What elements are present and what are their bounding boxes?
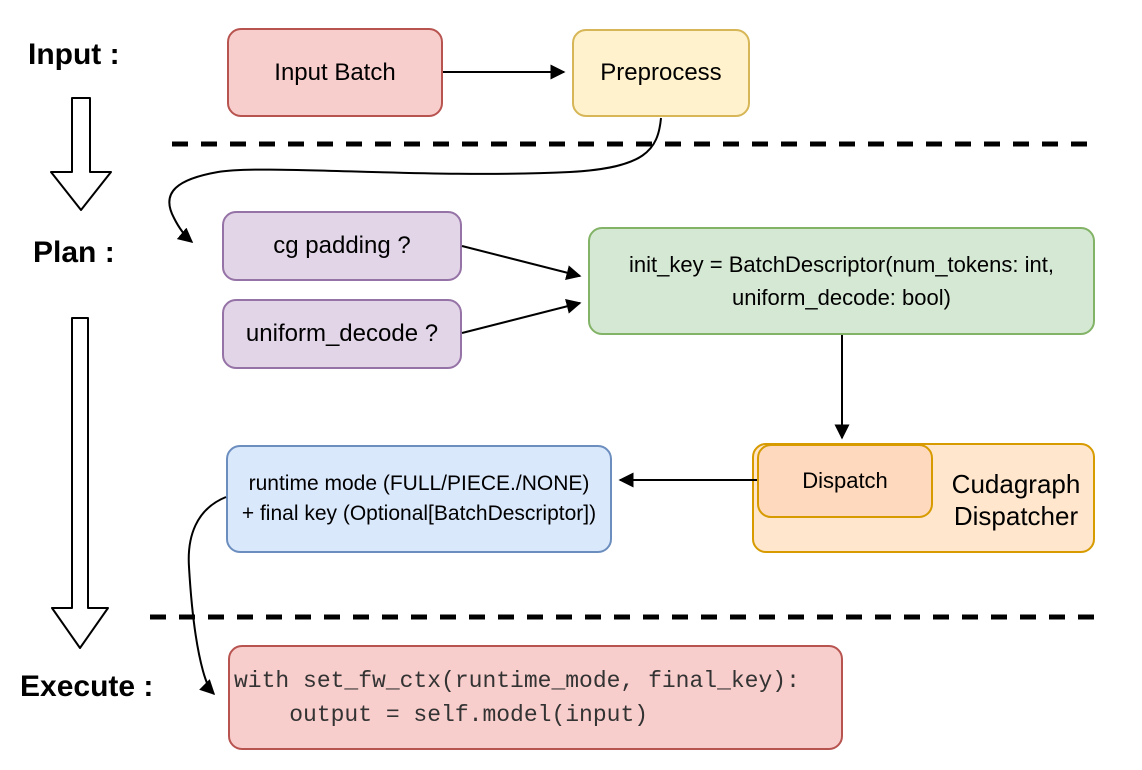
node-input-batch-label: Input Batch xyxy=(274,58,396,86)
big-down-arrow-plan-to-execute-icon xyxy=(51,317,109,649)
node-execute-code-line2: output = self.model(input) xyxy=(234,701,649,728)
arrow-runtime-key-to-execute-code xyxy=(187,496,227,696)
big-down-arrow-input-to-plan-icon xyxy=(50,97,112,211)
stage-label-input: Input : xyxy=(28,38,120,71)
node-input-batch: Input Batch xyxy=(227,28,443,117)
node-runtime-key-line2: + final key (Optional[BatchDescriptor]) xyxy=(241,502,597,525)
node-uniform-decode-label: uniform_decode ? xyxy=(245,320,439,347)
node-execute-code: with set_fw_ctx(runtime_mode, final_key)… xyxy=(228,645,843,750)
stage-label-plan: Plan : xyxy=(33,236,115,269)
node-execute-code-line1: with set_fw_ctx(runtime_mode, final_key)… xyxy=(234,667,800,694)
arrow-cg-padding-to-init-key xyxy=(461,245,582,280)
stage-label-execute: Execute : xyxy=(20,670,154,703)
node-runtime-key-line1: runtime mode (FULL/PIECE./NONE) xyxy=(248,472,590,495)
node-preprocess: Preprocess xyxy=(572,29,750,117)
node-cudagraph-dispatcher-label: Cudagraph Dispatcher xyxy=(951,469,1081,531)
node-init-key-line2: uniform_decode: bool) xyxy=(732,285,951,310)
node-cg-padding-label: cg padding ? xyxy=(273,232,411,259)
node-dispatch: Dispatch xyxy=(757,444,933,518)
node-runtime-key: runtime mode (FULL/PIECE./NONE) + final … xyxy=(226,445,612,553)
node-init-key: init_key = BatchDescriptor(num_tokens: i… xyxy=(588,227,1095,335)
node-uniform-decode: uniform_decode ? xyxy=(222,299,462,369)
arrow-uniform-decode-to-init-key xyxy=(461,299,582,334)
node-preprocess-label: Preprocess xyxy=(600,59,722,86)
node-dispatch-label: Dispatch xyxy=(802,468,888,493)
node-cg-padding: cg padding ? xyxy=(222,211,462,281)
node-init-key-line1: init_key = BatchDescriptor(num_tokens: i… xyxy=(629,252,1054,277)
